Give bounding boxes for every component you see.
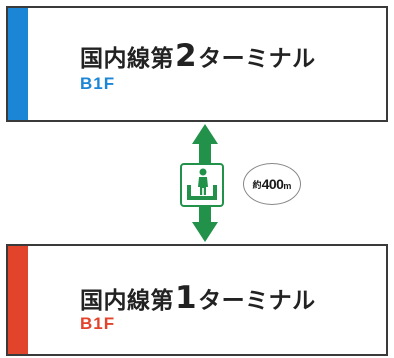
distance-approx-label: 約 <box>252 180 262 191</box>
terminal-1-name: 国内線第1ターミナル <box>80 280 316 316</box>
down-arrow-icon <box>192 222 218 242</box>
terminal-1-name-prefix: 国内線第 <box>80 288 174 314</box>
distance-unit: m <box>283 180 292 191</box>
terminal-2-accent-bar <box>8 8 28 120</box>
terminal-1-number: 1 <box>175 280 198 316</box>
terminal-1-accent-bar <box>8 246 28 354</box>
terminal-1-name-suffix: ターミナル <box>198 288 316 314</box>
terminal-2-number: 2 <box>175 38 198 74</box>
distance-value: 400 <box>261 176 284 192</box>
walking-person-icon <box>180 163 224 207</box>
terminal-2-name: 国内線第2ターミナル <box>80 38 316 74</box>
lower-arrow-shaft <box>199 206 211 224</box>
terminal-2-card: 国内線第2ターミナル B1F <box>6 6 388 122</box>
terminal-2-name-suffix: ターミナル <box>198 46 316 72</box>
connector-arrows <box>192 124 218 242</box>
terminal-2-name-prefix: 国内線第 <box>80 46 174 72</box>
upper-arrow-shaft <box>199 143 211 165</box>
terminal-2-floor: B1F <box>80 74 116 93</box>
terminal-1-card: 国内線第1ターミナル B1F <box>6 244 388 356</box>
up-arrow-icon <box>192 124 218 144</box>
terminal-1-floor: B1F <box>80 314 116 333</box>
